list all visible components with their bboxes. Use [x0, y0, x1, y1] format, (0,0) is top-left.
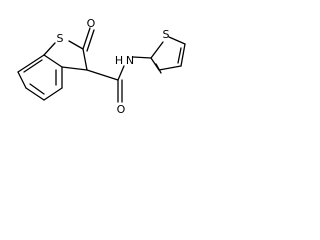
atom-label-sulfur-thiophene: S	[163, 28, 170, 41]
atom-label-sulfur-ring: S	[57, 32, 64, 45]
double-bond	[86, 29, 95, 52]
bond	[158, 65, 182, 71]
bond	[43, 42, 56, 56]
bond	[68, 40, 84, 50]
bond	[43, 54, 63, 68]
bond	[25, 87, 45, 101]
bond	[86, 69, 119, 81]
double-bond	[82, 27, 91, 50]
bond	[17, 54, 45, 73]
bond	[117, 65, 125, 81]
bond	[43, 87, 63, 101]
atom-label-nitrogen: N	[126, 54, 134, 67]
bond	[168, 36, 186, 45]
double-bond-inner	[23, 59, 43, 73]
bond	[150, 41, 164, 59]
atom-label-oxygen-amide: O	[117, 103, 126, 116]
double-bond-inner	[29, 83, 45, 95]
bond	[61, 66, 88, 71]
bonds	[17, 27, 186, 103]
atom-label-hydrogen: H	[115, 54, 123, 67]
bond	[17, 71, 27, 89]
bond	[82, 48, 88, 71]
double-bond-inner	[177, 47, 182, 64]
atom-labels: S O N H O S	[57, 17, 170, 116]
molecule-diagram: S O N H O S	[17, 17, 186, 116]
bond	[180, 43, 186, 67]
double-bond-inner	[155, 63, 162, 74]
bond	[132, 56, 152, 59]
atom-label-oxygen-ketone: O	[87, 17, 96, 30]
